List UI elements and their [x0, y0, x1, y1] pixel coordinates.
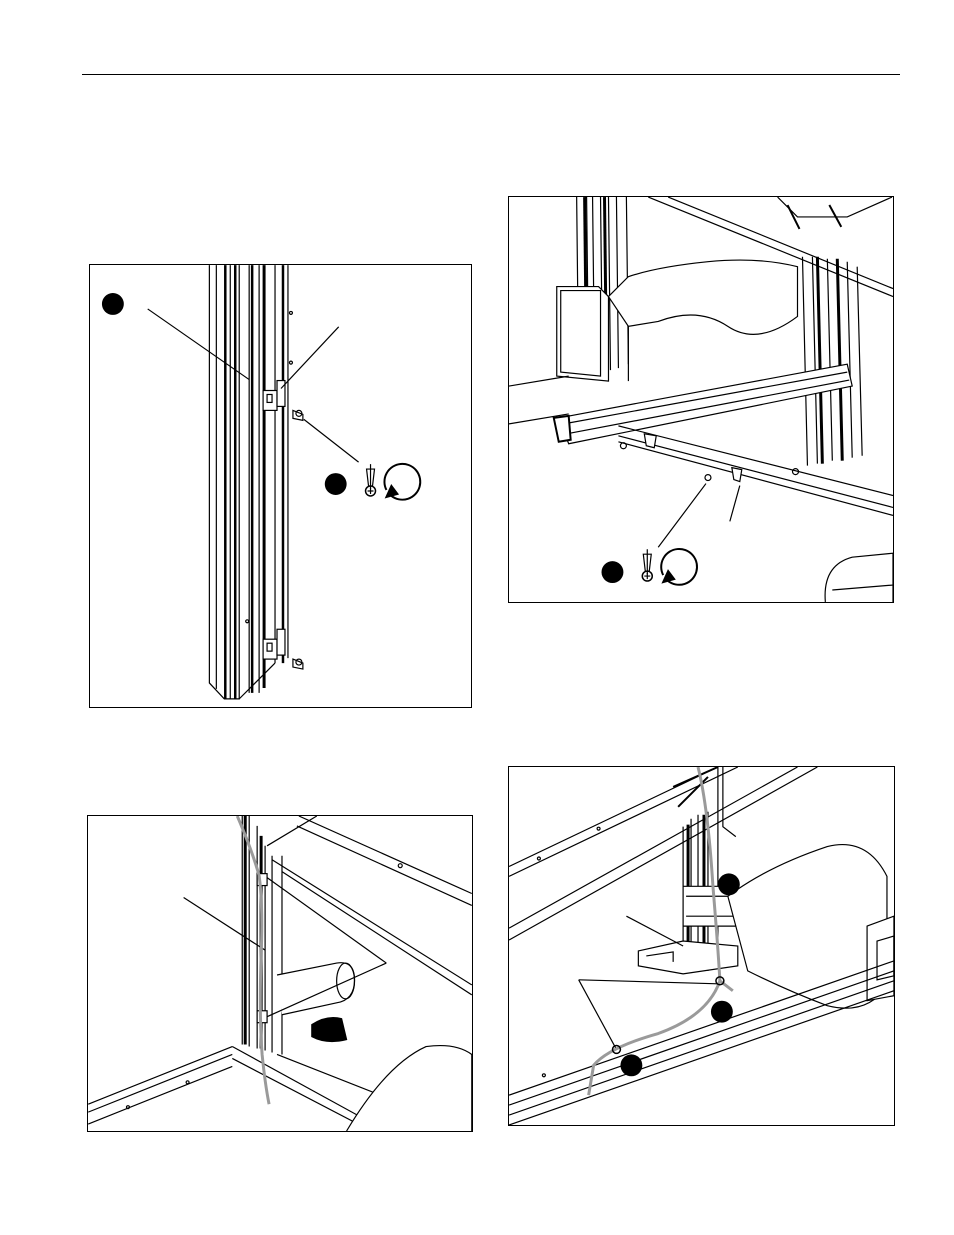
illustration-crossbar-bracket — [509, 197, 893, 602]
screwdriver-rotate-icon — [366, 464, 421, 500]
illustration-rail-bracket — [90, 265, 471, 707]
callout-dot-a — [718, 873, 740, 895]
figure-crossbar-bracket — [508, 196, 894, 603]
figure-rail-bracket — [89, 264, 472, 708]
callout-dot-c — [620, 1054, 642, 1076]
callout-dot-3 — [602, 561, 624, 583]
header-rule — [82, 74, 900, 75]
figure-cable-base-rail — [508, 766, 895, 1126]
callout-dot-b — [711, 1001, 733, 1023]
illustration-cable-base-rail — [509, 767, 894, 1125]
illustration-cable-upright — [88, 816, 472, 1131]
screwdriver-rotate-icon — [642, 549, 697, 585]
callout-dot-2 — [325, 473, 347, 495]
figure-cable-upright — [87, 815, 473, 1132]
callout-dot-1 — [102, 293, 124, 315]
